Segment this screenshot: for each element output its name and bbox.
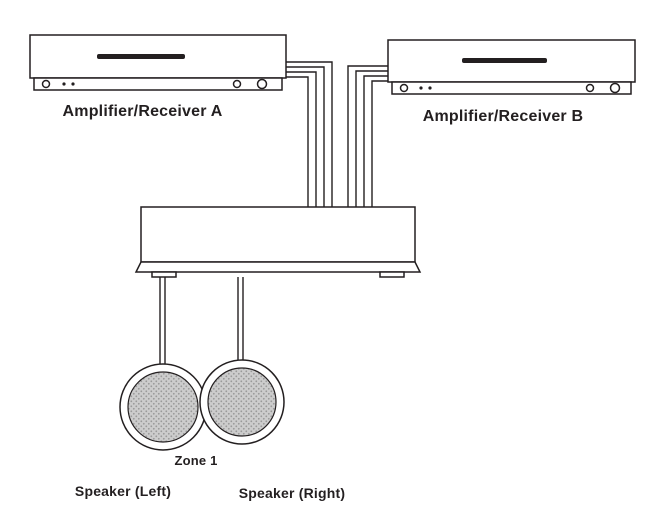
amplifier-b-illustration (387, 39, 636, 95)
amp-a-volume-knob-icon (256, 78, 268, 90)
amp-b-knob-icon (585, 83, 595, 93)
amp-a-knob-icon (232, 79, 242, 89)
zone-label: Zone 1 (174, 453, 218, 468)
amp-b-power-knob-icon (399, 83, 409, 93)
selector-foot-right (379, 271, 405, 278)
wire-bundle-b (347, 65, 388, 207)
speaker-selector-illustration (134, 206, 422, 278)
amp-b-volume-knob-icon (609, 82, 621, 94)
wire-bundle-a (286, 61, 333, 207)
speaker-left-illustration (119, 363, 207, 451)
amp-b-label: Amplifier/Receiver B (422, 108, 584, 125)
amp-a-power-knob-icon (41, 79, 51, 89)
speaker-wire-right (237, 277, 244, 367)
speaker-right-label: Speaker (Right) (238, 485, 346, 501)
speaker-right-illustration (199, 359, 285, 445)
amp-a-label: Amplifier/Receiver A (62, 103, 223, 120)
speaker-left-label: Speaker (Left) (74, 483, 172, 499)
amplifier-a-illustration (29, 34, 287, 91)
speaker-wire-left (159, 277, 166, 372)
selector-foot-left (151, 271, 177, 278)
